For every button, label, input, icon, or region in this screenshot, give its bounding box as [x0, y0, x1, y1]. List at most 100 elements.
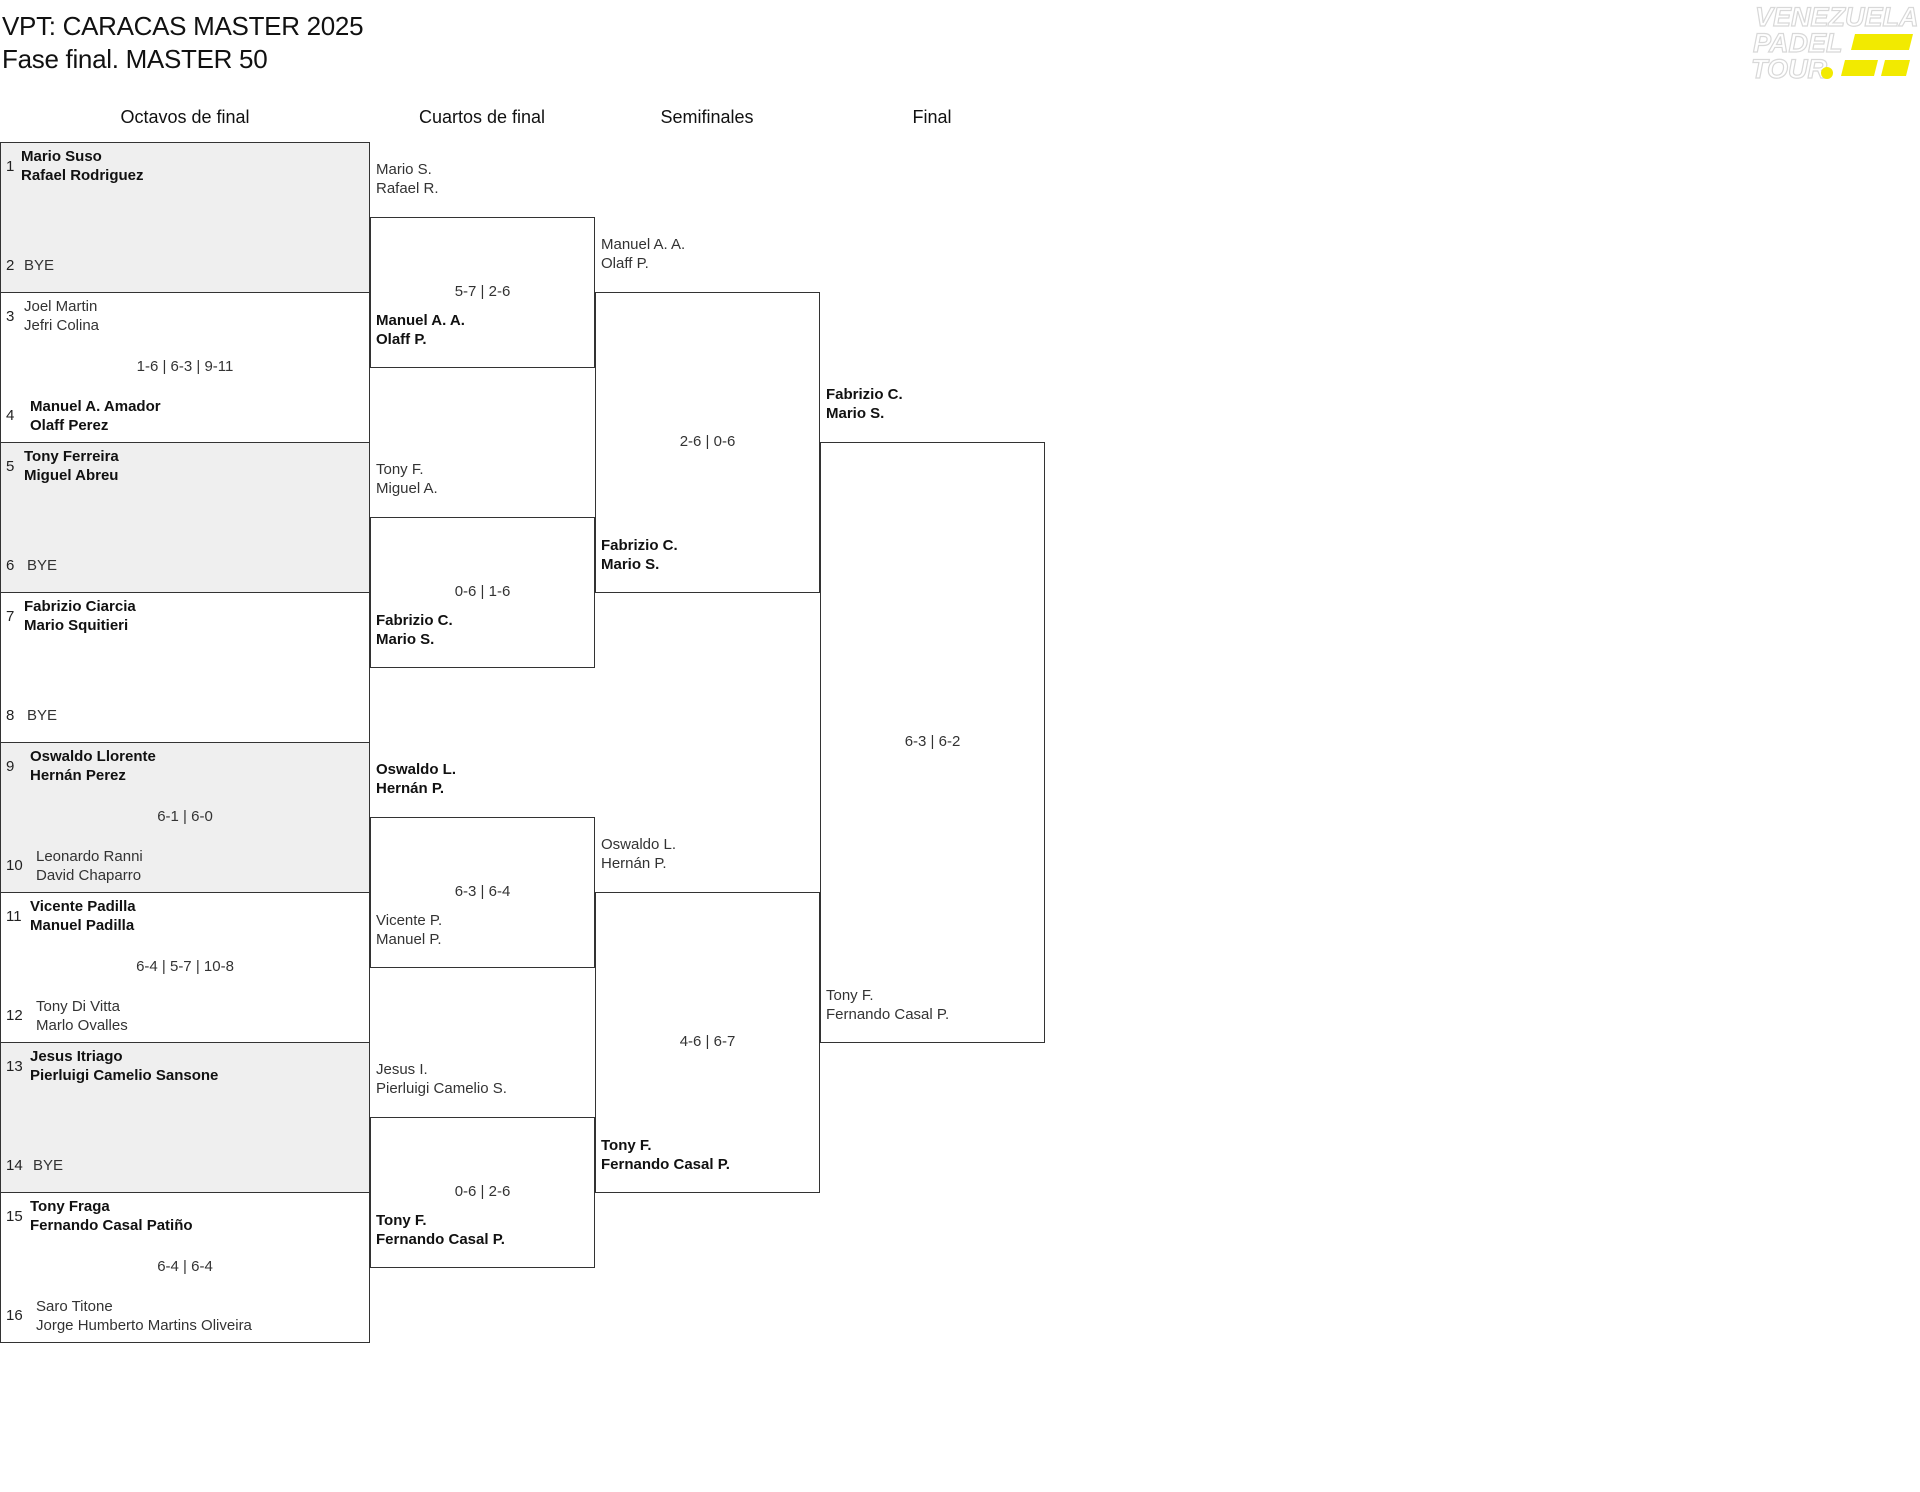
r16-team-a-player: Mario Squitieri: [24, 617, 129, 634]
sf-team-a: Manuel A. A. Olaff P.: [601, 235, 685, 273]
r16-team-b-player: Tony Di Vitta: [36, 998, 120, 1015]
r16-team-a-player: Miguel Abreu: [24, 467, 119, 484]
r16-team-a-player: Rafael Rodriguez: [21, 167, 144, 184]
r16-team-a-player: Vicente Padilla: [30, 898, 136, 915]
qf-team-a-player: Tony F.: [376, 461, 424, 478]
r16-match-box: [0, 1192, 370, 1343]
vpt-logo: VENEZUELA PADEL TOUR: [1750, 1, 1919, 84]
seed-number: 11: [6, 908, 22, 925]
r16-team-b-player: Marlo Ovalles: [36, 1017, 128, 1034]
round-header-final: Final: [912, 107, 952, 127]
r16-team-b: BYE: [33, 1156, 63, 1175]
qf-team-a-player: Miguel A.: [376, 480, 438, 497]
sf-team-a-player: Manuel A. A.: [601, 236, 686, 253]
qf-team-b-player: Fernando Casal P.: [376, 1231, 505, 1248]
qf-team-b-player: Olaff P.: [376, 331, 427, 348]
final-team-a-player: Mario S.: [826, 405, 885, 422]
qf-team-b-player: Manuel A. A.: [376, 312, 465, 329]
r16-team-a-player: Jesus Itriago: [30, 1048, 123, 1065]
sf-team-b-player: Tony F.: [601, 1137, 652, 1154]
r16-team-a-player: Jefri Colina: [24, 317, 100, 334]
seed-number: 4: [6, 407, 15, 424]
qf-match-box: [370, 1117, 595, 1268]
seed-number: 2: [6, 257, 15, 274]
qf-team-a: Oswaldo L. Hernán P.: [376, 760, 456, 798]
qf-team-b-player: Fabrizio C.: [376, 612, 453, 629]
r16-score: 1-6 | 6-3 | 9-11: [136, 358, 234, 375]
qf-team-a: Mario S. Rafael R.: [376, 160, 439, 198]
qf-team-b-player: Manuel P.: [376, 931, 442, 948]
qf-match-box: [370, 517, 595, 668]
qf-team-b-player: Tony F.: [376, 1212, 427, 1229]
qf-team-a-player: Pierluigi Camelio S.: [376, 1080, 507, 1097]
qf-team-b-player: Mario S.: [376, 631, 435, 648]
r16-team-b-player: Olaff Perez: [30, 417, 109, 434]
r16-team-a-player: Tony Fraga: [30, 1198, 110, 1215]
seed-number: 12: [6, 1007, 23, 1024]
qf-team-a-player: Mario S.: [376, 161, 432, 178]
sf-score: 2-6 | 0-6: [679, 433, 736, 450]
seed-number: 7: [6, 608, 15, 625]
round-header-semifinales: Semifinales: [660, 107, 754, 127]
r16-match-box: [0, 742, 370, 893]
seed-number: 13: [6, 1058, 23, 1075]
qf-match-box: [370, 217, 595, 368]
sf-team-b: Fabrizio C.Mario S.: [601, 536, 678, 574]
r16-score: 6-4 | 5-7 | 10-8: [136, 958, 234, 975]
r16-team-b-player: BYE: [27, 707, 58, 724]
r16-match-box: [0, 142, 370, 293]
r16-team-b: BYE: [24, 256, 54, 275]
qf-score: 5-7 | 2-6: [454, 283, 511, 300]
qf-team-a: Tony F. Miguel A.: [376, 460, 438, 498]
seed-number: 15: [6, 1208, 23, 1225]
qf-score: 0-6 | 1-6: [454, 583, 511, 600]
qf-team-a-player: Oswaldo L.: [376, 761, 457, 778]
qf-team-a-player: Rafael R.: [376, 180, 439, 197]
r16-team-b-player: Manuel A. Amador: [30, 398, 161, 415]
r16-score: 6-1 | 6-0: [157, 808, 213, 825]
round-header-cuartos: Cuartos de final: [418, 107, 546, 127]
final-team-b: Tony F. Fernando Casal P.: [826, 986, 949, 1024]
final-team-b-player: Tony F.: [826, 987, 874, 1004]
seed-number: 10: [6, 857, 23, 874]
qf-team-a-player: Hernán P.: [376, 780, 445, 797]
final-score: 6-3 | 6-2: [904, 733, 961, 750]
r16-team-b-player: Saro Titone: [36, 1298, 113, 1315]
seed-number: 9: [6, 758, 15, 775]
final-team-b-player: Fernando Casal P.: [826, 1006, 950, 1023]
logo-word-2: PADEL: [1753, 28, 1843, 58]
seed-number: 6: [6, 557, 15, 574]
seed-number: 1: [6, 158, 15, 175]
r16-team-a-player: Mario Suso: [21, 148, 102, 165]
seed-number: 5: [6, 458, 15, 475]
logo-accent: [1821, 34, 1913, 79]
r16-team-a-player: Oswaldo Llorente: [30, 748, 156, 765]
r16-team-a-player: Manuel Padilla: [30, 917, 135, 934]
r16-team-a-player: Fernando Casal Patiño: [30, 1217, 193, 1234]
qf-team-b: Tony F. Fernando Casal P.: [376, 1211, 505, 1249]
round-header-octavos: Octavos de final: [120, 107, 250, 127]
title-line-2: Fase final. MASTER 50: [2, 44, 268, 74]
sf-team-b-player: Fernando Casal P.: [601, 1156, 730, 1173]
sf-team-b: Tony F. Fernando Casal P.: [601, 1136, 730, 1174]
sf-team-a: Oswaldo L.Hernán P.: [601, 835, 676, 873]
qf-score: 6-3 | 6-4: [454, 883, 511, 900]
final-team-a: Fabrizio C.Mario S.: [826, 385, 903, 423]
sf-team-a-player: Olaff P.: [601, 255, 649, 272]
qf-match-box: [370, 817, 595, 968]
logo-word-1: VENEZUELA: [1755, 2, 1919, 32]
r16-team-b-player: Jorge Humberto Martins Oliveira: [36, 1317, 252, 1334]
r16-score: 6-4 | 6-4: [157, 1258, 213, 1275]
